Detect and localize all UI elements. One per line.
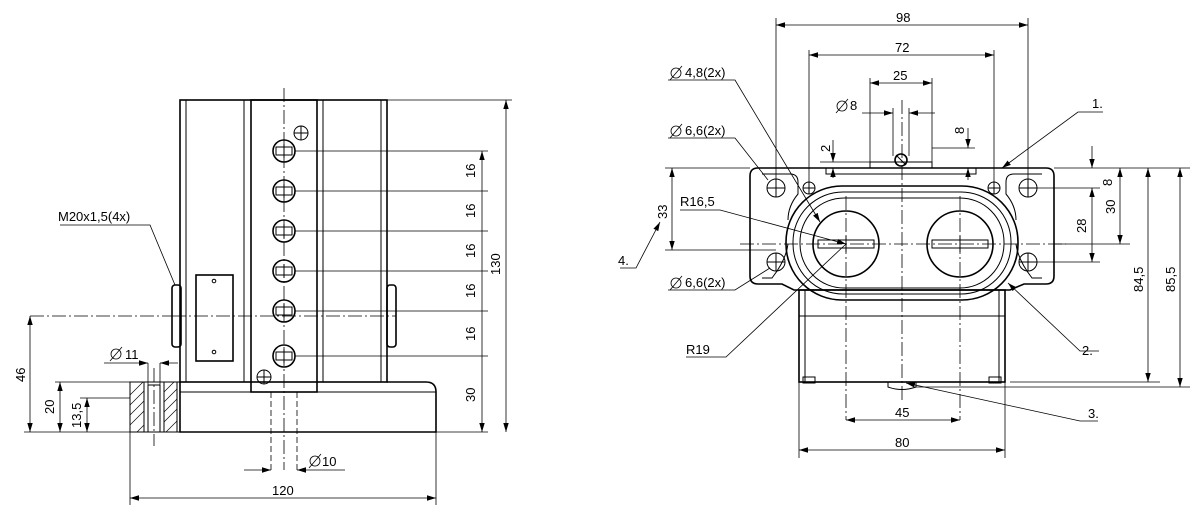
fix-hole-left: [802, 181, 816, 195]
dim-45-label: 45: [895, 405, 909, 420]
dim-2-label: 2: [818, 145, 833, 152]
dim-98-label: 98: [896, 10, 910, 25]
actuator-pivot: [894, 153, 908, 167]
hatched-section: [129, 381, 178, 433]
dim-30-label: 30: [1103, 200, 1118, 214]
ear-left-bottom: [762, 243, 789, 279]
ground-screw-bottom: [256, 369, 272, 385]
dia-pin-label: 10: [322, 454, 336, 469]
dia-8-label: 8: [850, 98, 857, 113]
dia-6-6-bottom-label: 6,6(2x): [685, 275, 725, 290]
callout-3: 3.: [1088, 406, 1099, 421]
dim-base-label: 30: [463, 388, 478, 402]
actuator-plate: [825, 167, 977, 175]
fix-hole-right: [987, 181, 1001, 195]
dim-28-label: 28: [1074, 219, 1089, 233]
dim-13-5-label: 13,5: [69, 403, 84, 428]
dim-33-label: 33: [655, 205, 670, 219]
dim-pitch-1: 16: [463, 164, 478, 178]
diameter-symbol-icon: [109, 346, 123, 362]
ear-left-top: [762, 173, 799, 221]
dim-85-5-label: 85,5: [1163, 267, 1178, 292]
ground-screw-top: [293, 125, 309, 141]
dim-25-label: 25: [893, 68, 907, 83]
side-view: M20x1,5(4x) 11 10 120 130 16 16 16 16 16…: [13, 88, 512, 505]
r16-5-label: R16,5: [680, 194, 715, 209]
dim-84-5-label: 84,5: [1131, 267, 1146, 292]
dim-80-label: 80: [895, 435, 909, 450]
dim-pitch-5: 16: [463, 327, 478, 341]
dim-pitch-2: 16: [463, 204, 478, 218]
ear-right-bottom: [1015, 243, 1042, 279]
diameter-symbol-icon: [669, 275, 683, 291]
dim-20-label: 20: [42, 400, 57, 414]
label-plate: [195, 274, 234, 362]
ear-right-top: [1005, 173, 1042, 221]
callout-4: 4.: [618, 253, 629, 268]
dim-pitch-4: 16: [463, 284, 478, 298]
diameter-symbol-icon: [835, 98, 849, 114]
mount-hole-tl: [766, 178, 786, 198]
dim-pitch-3: 16: [463, 244, 478, 258]
dia-6-6-top-label: 6,6(2x): [685, 123, 725, 138]
callout-1: 1.: [1092, 96, 1103, 111]
dim-height-label: 130: [488, 253, 503, 275]
callout-2: 2.: [1082, 343, 1093, 358]
diameter-symbol-icon: [669, 65, 683, 81]
dim-46-label: 46: [13, 368, 28, 382]
diameter-symbol-icon: [669, 123, 683, 139]
r19-label: R19: [686, 342, 710, 357]
dim-width-label: 120: [272, 483, 294, 498]
dim-8-right-label: 8: [1100, 179, 1115, 186]
base-plate: [179, 381, 437, 433]
mount-hole-br: [1018, 252, 1038, 272]
dia-hole-label: 11: [125, 347, 139, 362]
housing-body: [179, 99, 388, 383]
mount-hole-tr: [1018, 178, 1038, 198]
diameter-symbol-icon: [308, 453, 322, 469]
dia-4-8-label: 4,8(2x): [685, 65, 725, 80]
dim-72-label: 72: [895, 40, 909, 55]
mount-hole-bl: [766, 252, 786, 272]
thread-label: M20x1,5(4x): [58, 209, 130, 224]
dim-8-top-label: 8: [952, 127, 967, 134]
front-view: 98 72 25 8 8 2 4,8(2x) 6,6(2x) 6,6(2x) R…: [618, 10, 1190, 458]
